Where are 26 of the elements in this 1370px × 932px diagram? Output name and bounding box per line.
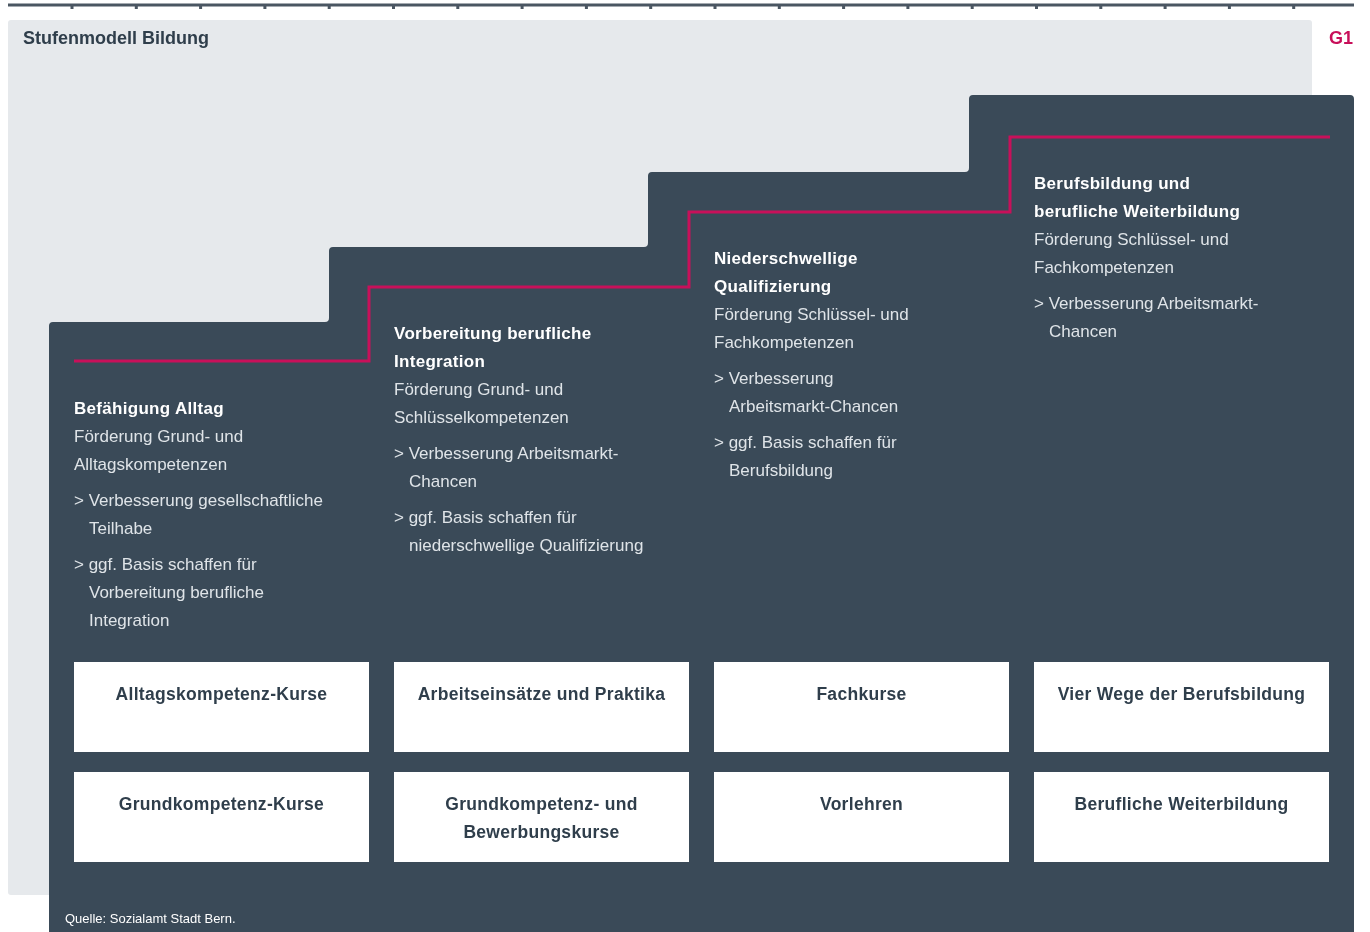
course-box: Berufliche Weiterbildung: [1034, 772, 1329, 862]
bullet-point: > Verbesserung Arbeitsmarkt-Chancen: [714, 368, 900, 418]
bullet-point: > ggf. Basis schaffen für Vorbereitung berufliche Integration: [74, 554, 265, 632]
source-note: Quelle: Sozialamt Stadt Bern.: [65, 911, 236, 926]
course-box: Alltagskompetenz-Kurse: [74, 662, 369, 752]
course-box: Arbeitseinsätze und Praktika: [394, 662, 689, 752]
bullet-point: > ggf. Basis schaffen für Berufsbildung: [714, 432, 898, 482]
step-heading: Berufsbildung und berufliche Weiterbildung: [1034, 173, 1242, 223]
step-description: Förderung Schlüssel- und Fachkompetenzen: [714, 304, 910, 354]
step-heading: Vorbereitung berufliche Integration: [394, 323, 593, 373]
step-description: Förderung Grund- und Alltagskompetenzen: [74, 426, 245, 476]
step-heading: Niederschwellige Qualifizierung: [714, 248, 859, 298]
step-description: Förderung Schlüssel- und Fachkompetenzen: [1034, 229, 1230, 279]
bullet-point: > Verbesserung gesellschaftliche Teilhabe: [74, 490, 324, 540]
course-box: Fachkurse: [714, 662, 1009, 752]
course-box: Vier Wege der Berufsbildung: [1034, 662, 1329, 752]
figure-number: G1: [1329, 28, 1353, 49]
course-box: Grundkompetenz- und Bewerbungskurse: [394, 772, 689, 862]
course-box: Grundkompetenz-Kurse: [74, 772, 369, 862]
diagram-title: Stufenmodell Bildung: [23, 28, 209, 49]
bullet-point: > Verbesserung Arbeitsmarkt-Chancen: [394, 443, 620, 493]
step-description: Förderung Grund- und Schlüsselkompetenzen: [394, 379, 570, 429]
course-box: Vorlehren: [714, 772, 1009, 862]
step-heading: Befähigung Alltag: [74, 398, 225, 420]
bullet-point: > Verbesserung Arbeitsmarkt-Chancen: [1034, 293, 1260, 343]
bullet-point: > ggf. Basis schaffen für niederschwellige Qualifizierung: [394, 507, 645, 557]
